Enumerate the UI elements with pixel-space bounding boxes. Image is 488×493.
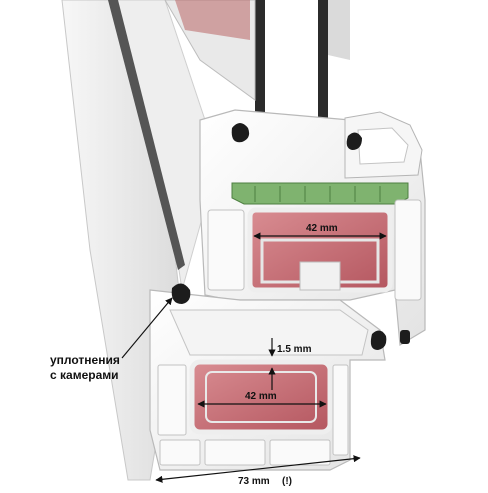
gasket-top-left — [231, 123, 250, 143]
glass-edge-dark — [108, 0, 185, 270]
dim-wall-text: 1.5 mm — [277, 344, 312, 355]
frame-chamber-right — [394, 199, 422, 301]
lower-chamber — [189, 359, 333, 435]
seal-label-line1: уплотнения — [50, 353, 120, 367]
dim-line-total — [155, 455, 361, 483]
sash-chamber-3 — [269, 439, 331, 466]
glazing-bead-cavity — [357, 127, 409, 165]
sash-chamber-1 — [159, 439, 201, 466]
lower-chamber-inner — [205, 371, 317, 423]
glass-tint — [175, 0, 250, 40]
frame-chamber-left — [207, 209, 245, 291]
dim-lower-text: 42 mm — [245, 391, 277, 402]
glass-pane-left — [255, 0, 265, 160]
gasket-frame-bottom — [400, 330, 410, 344]
gasket-sash-right — [370, 330, 387, 350]
glass-pane-inner — [328, 0, 350, 60]
sash-top-rail — [169, 309, 369, 356]
seal-label-line2: с камерами — [50, 368, 119, 382]
green-glass-support — [231, 182, 409, 205]
dim-upper-text: 42 mm — [306, 223, 338, 234]
gasket-sash-left — [171, 283, 191, 304]
dim-total-note: (!) — [282, 476, 292, 487]
gasket-top-right — [346, 132, 362, 150]
seal-leader-line — [121, 297, 173, 359]
glass-pane-right — [318, 0, 328, 160]
upper-chamber-web — [299, 261, 341, 291]
sash-chamber-2 — [204, 439, 266, 466]
sash-chamber-right — [332, 364, 349, 456]
dim-total-text: 73 mm — [238, 476, 270, 487]
upper-chamber-steel — [260, 238, 380, 284]
sash-chamber-side — [157, 364, 187, 436]
